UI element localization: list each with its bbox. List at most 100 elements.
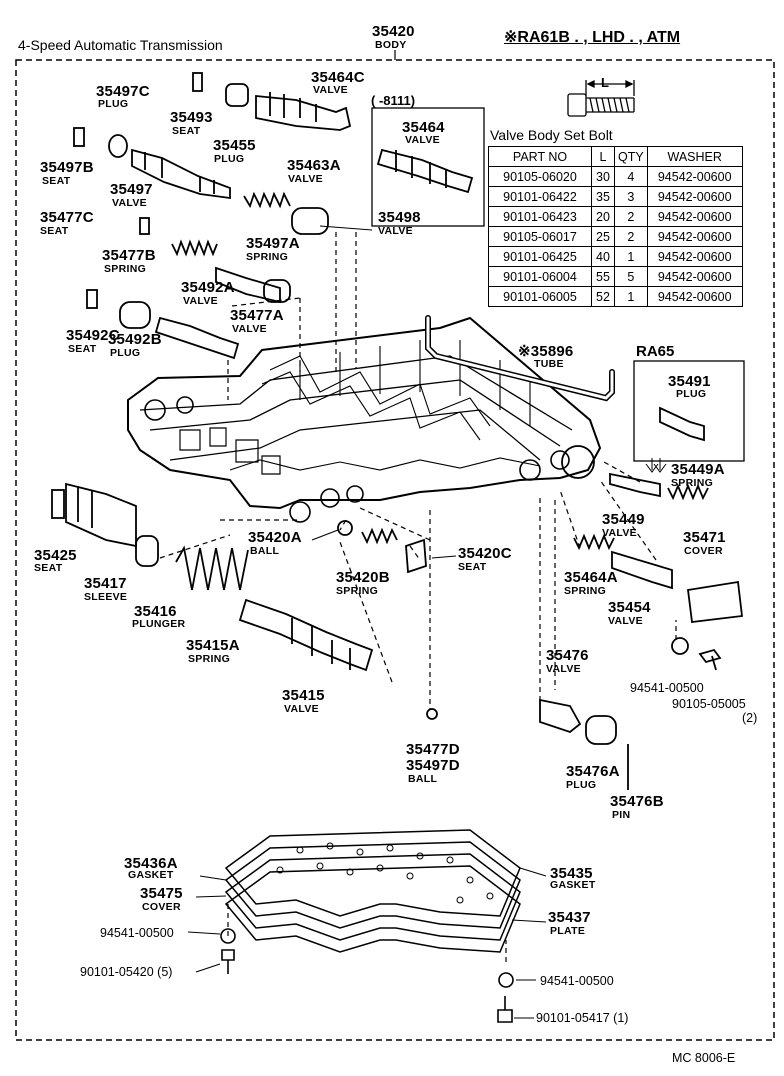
callout-part-name: SEAT bbox=[42, 175, 71, 187]
callout-part-name: SEAT bbox=[458, 561, 487, 573]
bolt-cell: 5 bbox=[614, 266, 648, 287]
fastener-label: 94541-00500 bbox=[630, 681, 704, 695]
bolt-col-l: L bbox=[591, 146, 615, 167]
callout-part-no: 35417 bbox=[84, 575, 127, 592]
callout-part-no: 35477A bbox=[230, 307, 284, 324]
ra65-box bbox=[633, 360, 745, 462]
callout-part-no: 35476 bbox=[546, 647, 589, 664]
bolt-cell: 55 bbox=[591, 266, 615, 287]
callout-part-no: 35415A bbox=[186, 637, 240, 654]
callout-part-name: PLUG bbox=[110, 347, 141, 359]
bolt-cell: 90101-06004 bbox=[488, 266, 592, 287]
callout-part-no: 35416 bbox=[134, 603, 177, 620]
callout-part-name: PLUG bbox=[214, 153, 245, 165]
ra65-part-no: 35491 bbox=[668, 373, 711, 390]
callout-part-no: 35492B bbox=[108, 331, 162, 348]
bolt-cell: 2 bbox=[614, 226, 648, 247]
bolt-col-washer: WASHER bbox=[646, 146, 743, 167]
body-part-no: 35420 bbox=[372, 23, 415, 40]
fastener-label: 90101-05417 (1) bbox=[536, 1011, 629, 1025]
callout-part-name: VALVE bbox=[112, 197, 147, 209]
callout-part-no: 35437 bbox=[548, 909, 591, 926]
callout-part-no: 35454 bbox=[608, 599, 651, 616]
callout-part-no: 35492C bbox=[66, 327, 120, 344]
callout-part-name: VALVE bbox=[183, 295, 218, 307]
ra65-part-name: PLUG bbox=[676, 388, 707, 400]
inset-part-name: VALVE bbox=[405, 134, 440, 146]
bolt-cell: 2 bbox=[614, 206, 648, 227]
bolt-cell: 94542-00600 bbox=[646, 226, 743, 247]
callout-part-name: SEAT bbox=[40, 225, 69, 237]
callout-part-name: SPRING bbox=[671, 477, 714, 489]
callout-part-name: SEAT bbox=[172, 125, 201, 137]
bolt-cell: 90101-06423 bbox=[488, 206, 592, 227]
callout-part-name: SEAT bbox=[34, 562, 63, 574]
callout-part-name: VALVE bbox=[284, 703, 319, 715]
callout-part-no: 35477B bbox=[102, 247, 156, 264]
fastener-label: 94541-00500 bbox=[100, 926, 174, 940]
callout-part-no: 35455 bbox=[213, 137, 256, 154]
bolt-cell: 94542-00600 bbox=[646, 266, 743, 287]
bolt-cell: 30 bbox=[591, 166, 615, 187]
bolt-cell: 90101-06422 bbox=[488, 186, 592, 207]
fastener-label: 94541-00500 bbox=[540, 974, 614, 988]
body-part-name: BODY bbox=[375, 39, 407, 51]
callout-part-name: BALL bbox=[250, 545, 280, 557]
callout-part-name: PLUG bbox=[98, 98, 129, 110]
callout-part-no: 35435 bbox=[550, 865, 593, 882]
bolt-cell: 1 bbox=[614, 286, 648, 307]
bolt-cell: 90105-06017 bbox=[488, 226, 592, 247]
bolt-cell: 94542-00600 bbox=[646, 206, 743, 227]
callout-part-no: 35420A bbox=[248, 529, 302, 546]
bolt-col-qty: QTY bbox=[614, 146, 648, 167]
callout-part-no: 35420B bbox=[336, 569, 390, 586]
bolt-cell: 94542-00600 bbox=[646, 186, 743, 207]
callout-part-name: PLUNGER bbox=[132, 618, 186, 630]
bolt-cell: 20 bbox=[591, 206, 615, 227]
callout-part-no: 35449 bbox=[602, 511, 645, 528]
bolt-dimension-label: L bbox=[601, 75, 609, 90]
bolt-cell: 90101-06425 bbox=[488, 246, 592, 267]
set-bolt-icon bbox=[567, 79, 635, 117]
callout-part-no: ※35896 bbox=[518, 343, 574, 360]
callout-part-no: 35497 bbox=[110, 181, 153, 198]
callout-part-name: VALVE bbox=[288, 173, 323, 185]
callout-part-no: 35498 bbox=[378, 209, 421, 226]
bolt-col-partno: PART NO bbox=[488, 146, 592, 167]
bolt-table-header: PART NO L QTY WASHER bbox=[488, 146, 743, 167]
callout-part-no: 35425 bbox=[34, 547, 77, 564]
callout-part-no: 35475 bbox=[140, 885, 183, 902]
callout-part-no: 35436A bbox=[124, 855, 178, 872]
callout-part-no: 35449A bbox=[671, 461, 725, 478]
bolt-cell: 94542-00600 bbox=[646, 286, 743, 307]
callout-part-no: 35464C bbox=[311, 69, 365, 86]
callout-part-name: SPRING bbox=[564, 585, 607, 597]
callout-part-no: 35471 bbox=[683, 529, 726, 546]
callout-part-name: COVER bbox=[684, 545, 723, 557]
figure-code: MC 8006-E bbox=[672, 1051, 736, 1065]
bolt-cell: 3 bbox=[614, 186, 648, 207]
callout-part-name: TUBE bbox=[534, 358, 564, 370]
callout-part-no: 35493 bbox=[170, 109, 213, 126]
callout-part-name: VALVE bbox=[602, 527, 637, 539]
callout-part-name: SEAT bbox=[68, 343, 97, 355]
callout-part-name: VALVE bbox=[608, 615, 643, 627]
callout-part-name: SLEEVE bbox=[84, 591, 128, 603]
callout-part-no: 35463A bbox=[287, 157, 341, 174]
callout-part-name: SPRING bbox=[246, 251, 289, 263]
callout-ball-no-1: 35477D bbox=[406, 741, 460, 758]
callout-part-name: PLUG bbox=[566, 779, 597, 791]
bolt-cell: 40 bbox=[591, 246, 615, 267]
bolt-cell: 25 bbox=[591, 226, 615, 247]
bolt-cell: 4 bbox=[614, 166, 648, 187]
bolt-cell: 90105-06020 bbox=[488, 166, 592, 187]
callout-part-no: 35497B bbox=[40, 159, 94, 176]
